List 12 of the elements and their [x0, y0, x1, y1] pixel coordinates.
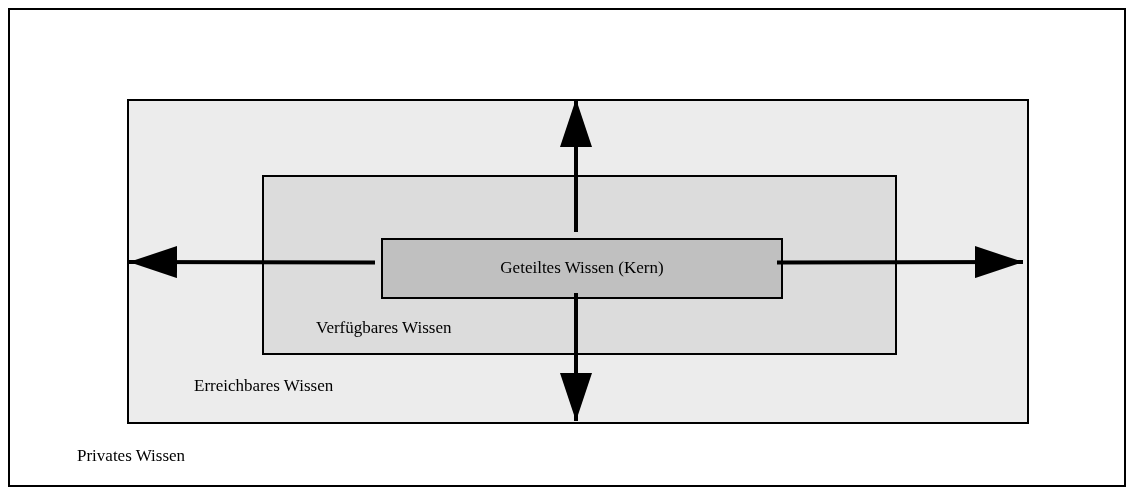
- arrow: [560, 293, 592, 421]
- arrow: [777, 246, 1023, 279]
- outer-frame: [8, 8, 1126, 487]
- region-box: [127, 99, 1029, 424]
- core-label: Geteiltes Wissen (Kern): [499, 257, 665, 278]
- region-label: Verfügbares Wissen: [316, 318, 452, 338]
- region-box: [262, 175, 897, 355]
- frame-label: Privates Wissen: [77, 446, 186, 466]
- region-label: Erreichbares Wissen: [194, 376, 334, 396]
- core-box: [381, 238, 783, 299]
- arrow: [129, 246, 375, 279]
- arrow: [560, 99, 592, 232]
